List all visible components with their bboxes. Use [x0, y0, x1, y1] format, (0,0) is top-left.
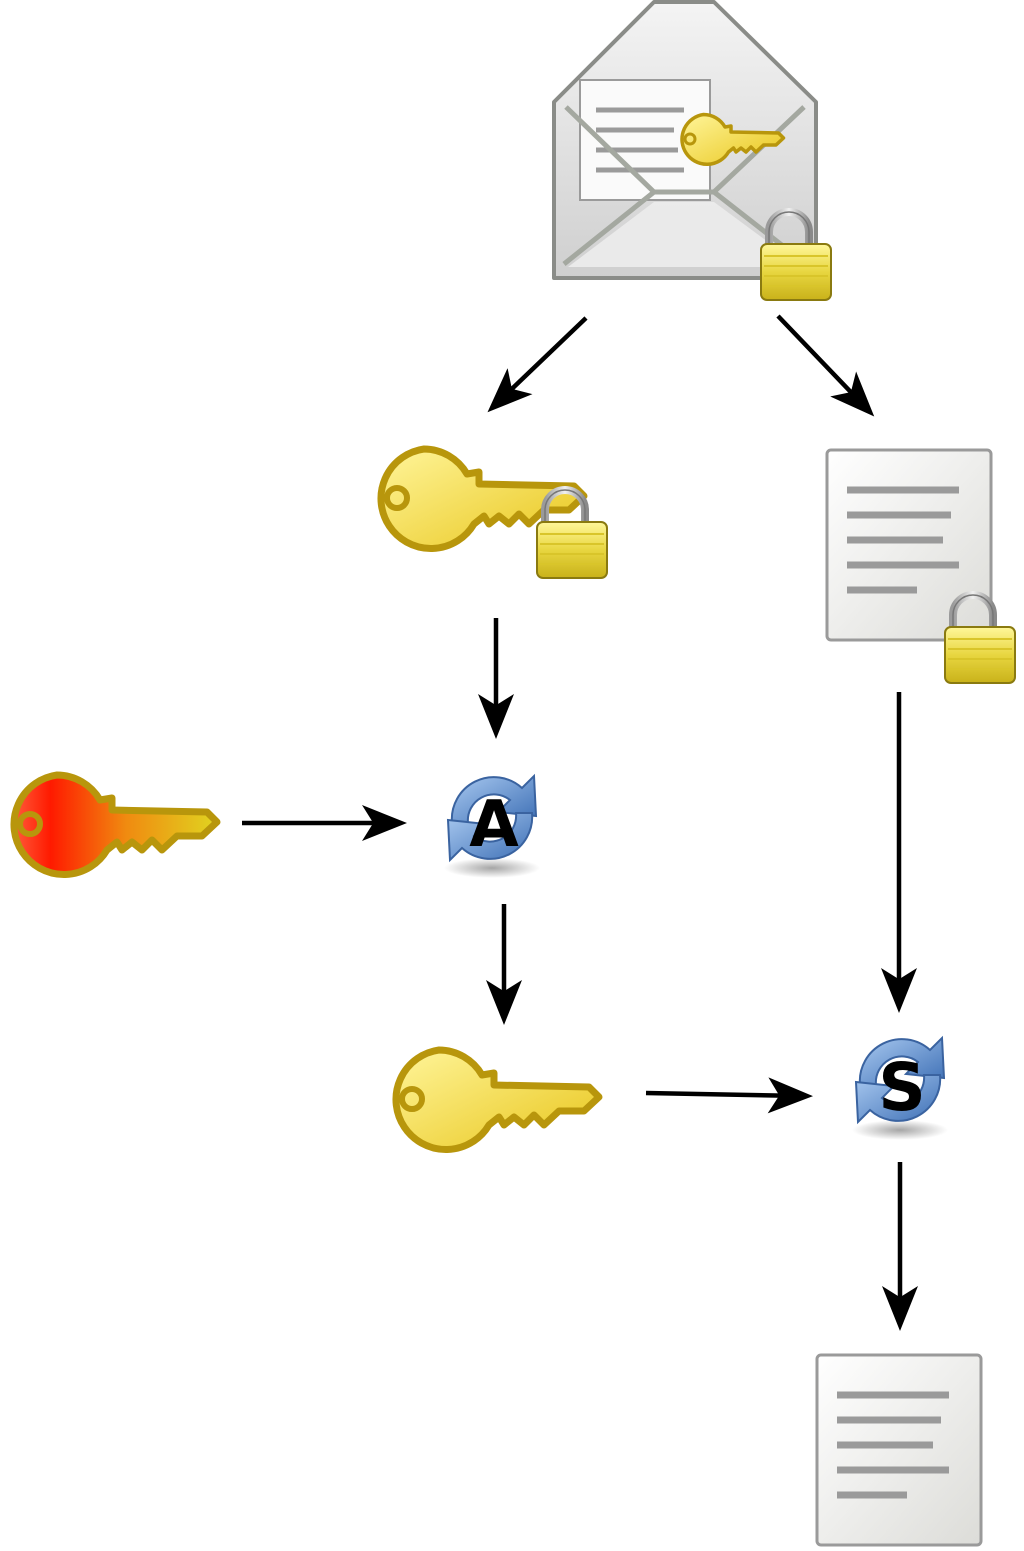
gold-key-icon	[396, 1050, 599, 1150]
gold-key-with-lock-icon	[381, 449, 607, 578]
arrows	[242, 314, 918, 1331]
symmetric-cipher-label: S	[878, 1049, 926, 1126]
document-icon	[817, 1355, 981, 1545]
asymmetric-cipher-label: A	[469, 788, 519, 862]
arrow-session-key-to-symmetric-cipher	[645, 1077, 813, 1114]
envelope-with-key-and-lock-icon	[552, 0, 818, 280]
arrow-envelope-to-encrypted-document	[776, 314, 875, 417]
arrow-envelope-to-encrypted-key	[487, 316, 588, 413]
symmetric-cipher-icon: S	[851, 1037, 949, 1141]
asymmetric-cipher-icon: A	[443, 775, 541, 879]
red-gold-key-icon	[10, 771, 221, 879]
document-with-lock-icon	[827, 450, 1015, 683]
